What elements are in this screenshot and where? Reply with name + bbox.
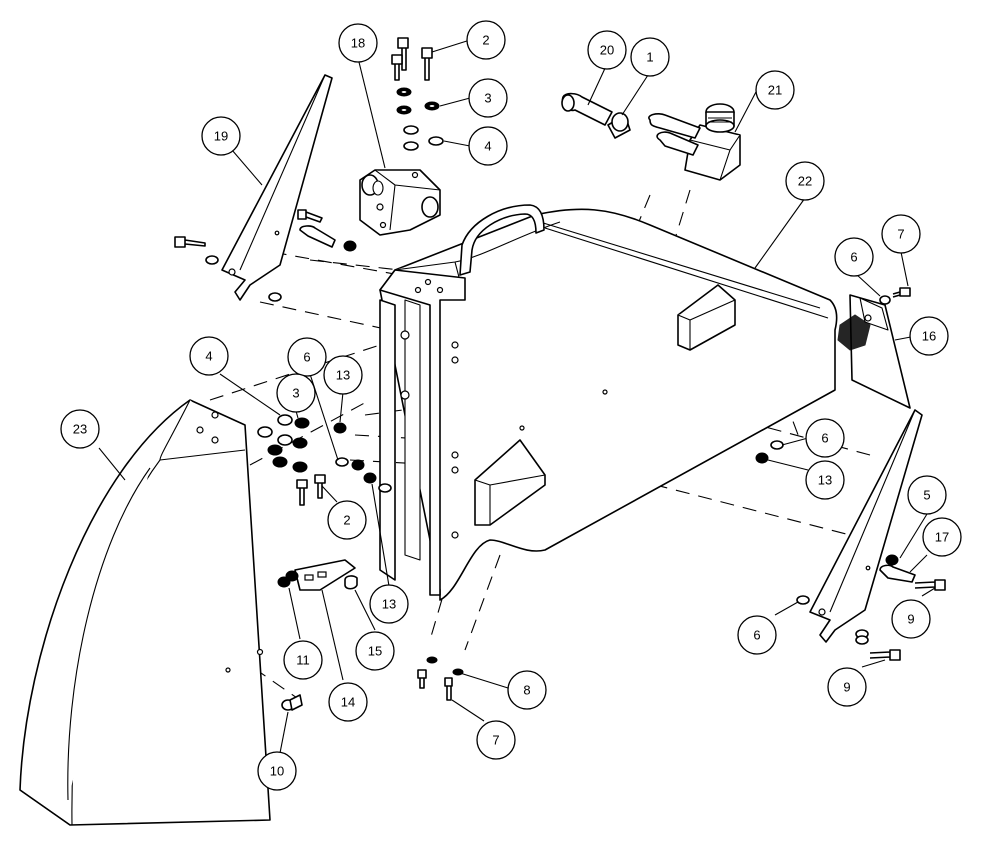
svg-text:2: 2 bbox=[482, 33, 489, 48]
water-valve-block bbox=[648, 103, 741, 181]
svg-text:13: 13 bbox=[336, 368, 350, 383]
callout-balloon: 9 bbox=[891, 599, 931, 639]
callout-balloon: 15 bbox=[355, 631, 395, 671]
svg-text:6: 6 bbox=[753, 628, 760, 643]
svg-text:13: 13 bbox=[382, 597, 396, 612]
svg-text:9: 9 bbox=[907, 612, 914, 627]
svg-text:18: 18 bbox=[351, 36, 365, 51]
callout-balloon: 7 bbox=[881, 214, 921, 254]
callout-balloon: 2 bbox=[327, 500, 367, 540]
callout-balloon: 19 bbox=[201, 116, 241, 156]
svg-text:9: 9 bbox=[843, 680, 850, 695]
svg-text:14: 14 bbox=[341, 695, 355, 710]
svg-text:5: 5 bbox=[923, 488, 930, 503]
callout-balloon: 13 bbox=[323, 355, 363, 395]
water-tube-and-cap bbox=[561, 92, 631, 139]
svg-text:4: 4 bbox=[484, 139, 491, 154]
svg-text:20: 20 bbox=[600, 43, 614, 58]
callout-balloon: 10 bbox=[257, 751, 297, 791]
main-guard-housing bbox=[379, 204, 838, 601]
callout-balloon: 5 bbox=[907, 475, 947, 515]
svg-text:8: 8 bbox=[523, 683, 530, 698]
svg-text:3: 3 bbox=[484, 91, 491, 106]
callout-balloon: 7 bbox=[476, 720, 516, 760]
svg-text:2: 2 bbox=[343, 513, 350, 528]
svg-text:17: 17 bbox=[935, 530, 949, 545]
svg-text:7: 7 bbox=[492, 733, 499, 748]
svg-text:13: 13 bbox=[818, 473, 832, 488]
callout-balloon: 6 bbox=[737, 615, 777, 655]
latch-bracket-plate bbox=[294, 559, 356, 591]
svg-text:4: 4 bbox=[205, 349, 212, 364]
svg-text:11: 11 bbox=[296, 653, 310, 668]
callout-balloon: 18 bbox=[338, 23, 378, 63]
svg-text:19: 19 bbox=[214, 129, 228, 144]
callout-balloon: 2 bbox=[466, 20, 506, 60]
svg-text:22: 22 bbox=[798, 174, 812, 189]
hinge-assembly bbox=[359, 169, 441, 236]
callout-balloon: 20 bbox=[587, 30, 627, 70]
callout-balloon: 14 bbox=[328, 682, 368, 722]
side-cover-door bbox=[19, 399, 271, 826]
svg-text:10: 10 bbox=[270, 764, 284, 779]
svg-text:16: 16 bbox=[922, 329, 936, 344]
svg-text:15: 15 bbox=[368, 644, 382, 659]
svg-text:6: 6 bbox=[850, 250, 857, 265]
svg-text:6: 6 bbox=[303, 350, 310, 365]
callout-balloon: 17 bbox=[922, 517, 962, 557]
callout-balloon: 23 bbox=[60, 409, 100, 449]
callout-balloon: 1 bbox=[630, 37, 670, 77]
svg-text:23: 23 bbox=[73, 422, 87, 437]
callout-balloon: 6 bbox=[805, 418, 845, 458]
callout-balloon: 3 bbox=[468, 78, 508, 118]
svg-text:21: 21 bbox=[768, 83, 782, 98]
callout-balloon: 22 bbox=[785, 161, 825, 201]
callout-balloon: 9 bbox=[827, 667, 867, 707]
callout-balloon: 13 bbox=[805, 460, 845, 500]
callout-balloon: 3 bbox=[276, 373, 316, 413]
svg-text:6: 6 bbox=[821, 431, 828, 446]
svg-text:3: 3 bbox=[292, 386, 299, 401]
fasteners bbox=[174, 37, 946, 711]
callout-balloon: 4 bbox=[189, 336, 229, 376]
callout-balloon: 8 bbox=[507, 670, 547, 710]
right-support-arm bbox=[809, 409, 923, 643]
svg-text:7: 7 bbox=[897, 227, 904, 242]
svg-text:1: 1 bbox=[646, 50, 653, 65]
callout-balloon: 6 bbox=[834, 237, 874, 277]
callout-balloon: 21 bbox=[755, 70, 795, 110]
callout-balloon: 11 bbox=[283, 640, 323, 680]
callout-balloons: 1 2 3 4 18 19 20 21 22 7 6 16 4 6 13 3 2… bbox=[60, 20, 962, 791]
callout-balloon: 6 bbox=[287, 337, 327, 377]
callout-balloon: 13 bbox=[369, 584, 409, 624]
rubber-splash-flap bbox=[837, 294, 911, 409]
callout-balloon: 4 bbox=[468, 126, 508, 166]
left-support-arm bbox=[221, 74, 333, 302]
callout-balloon: 16 bbox=[909, 316, 949, 356]
